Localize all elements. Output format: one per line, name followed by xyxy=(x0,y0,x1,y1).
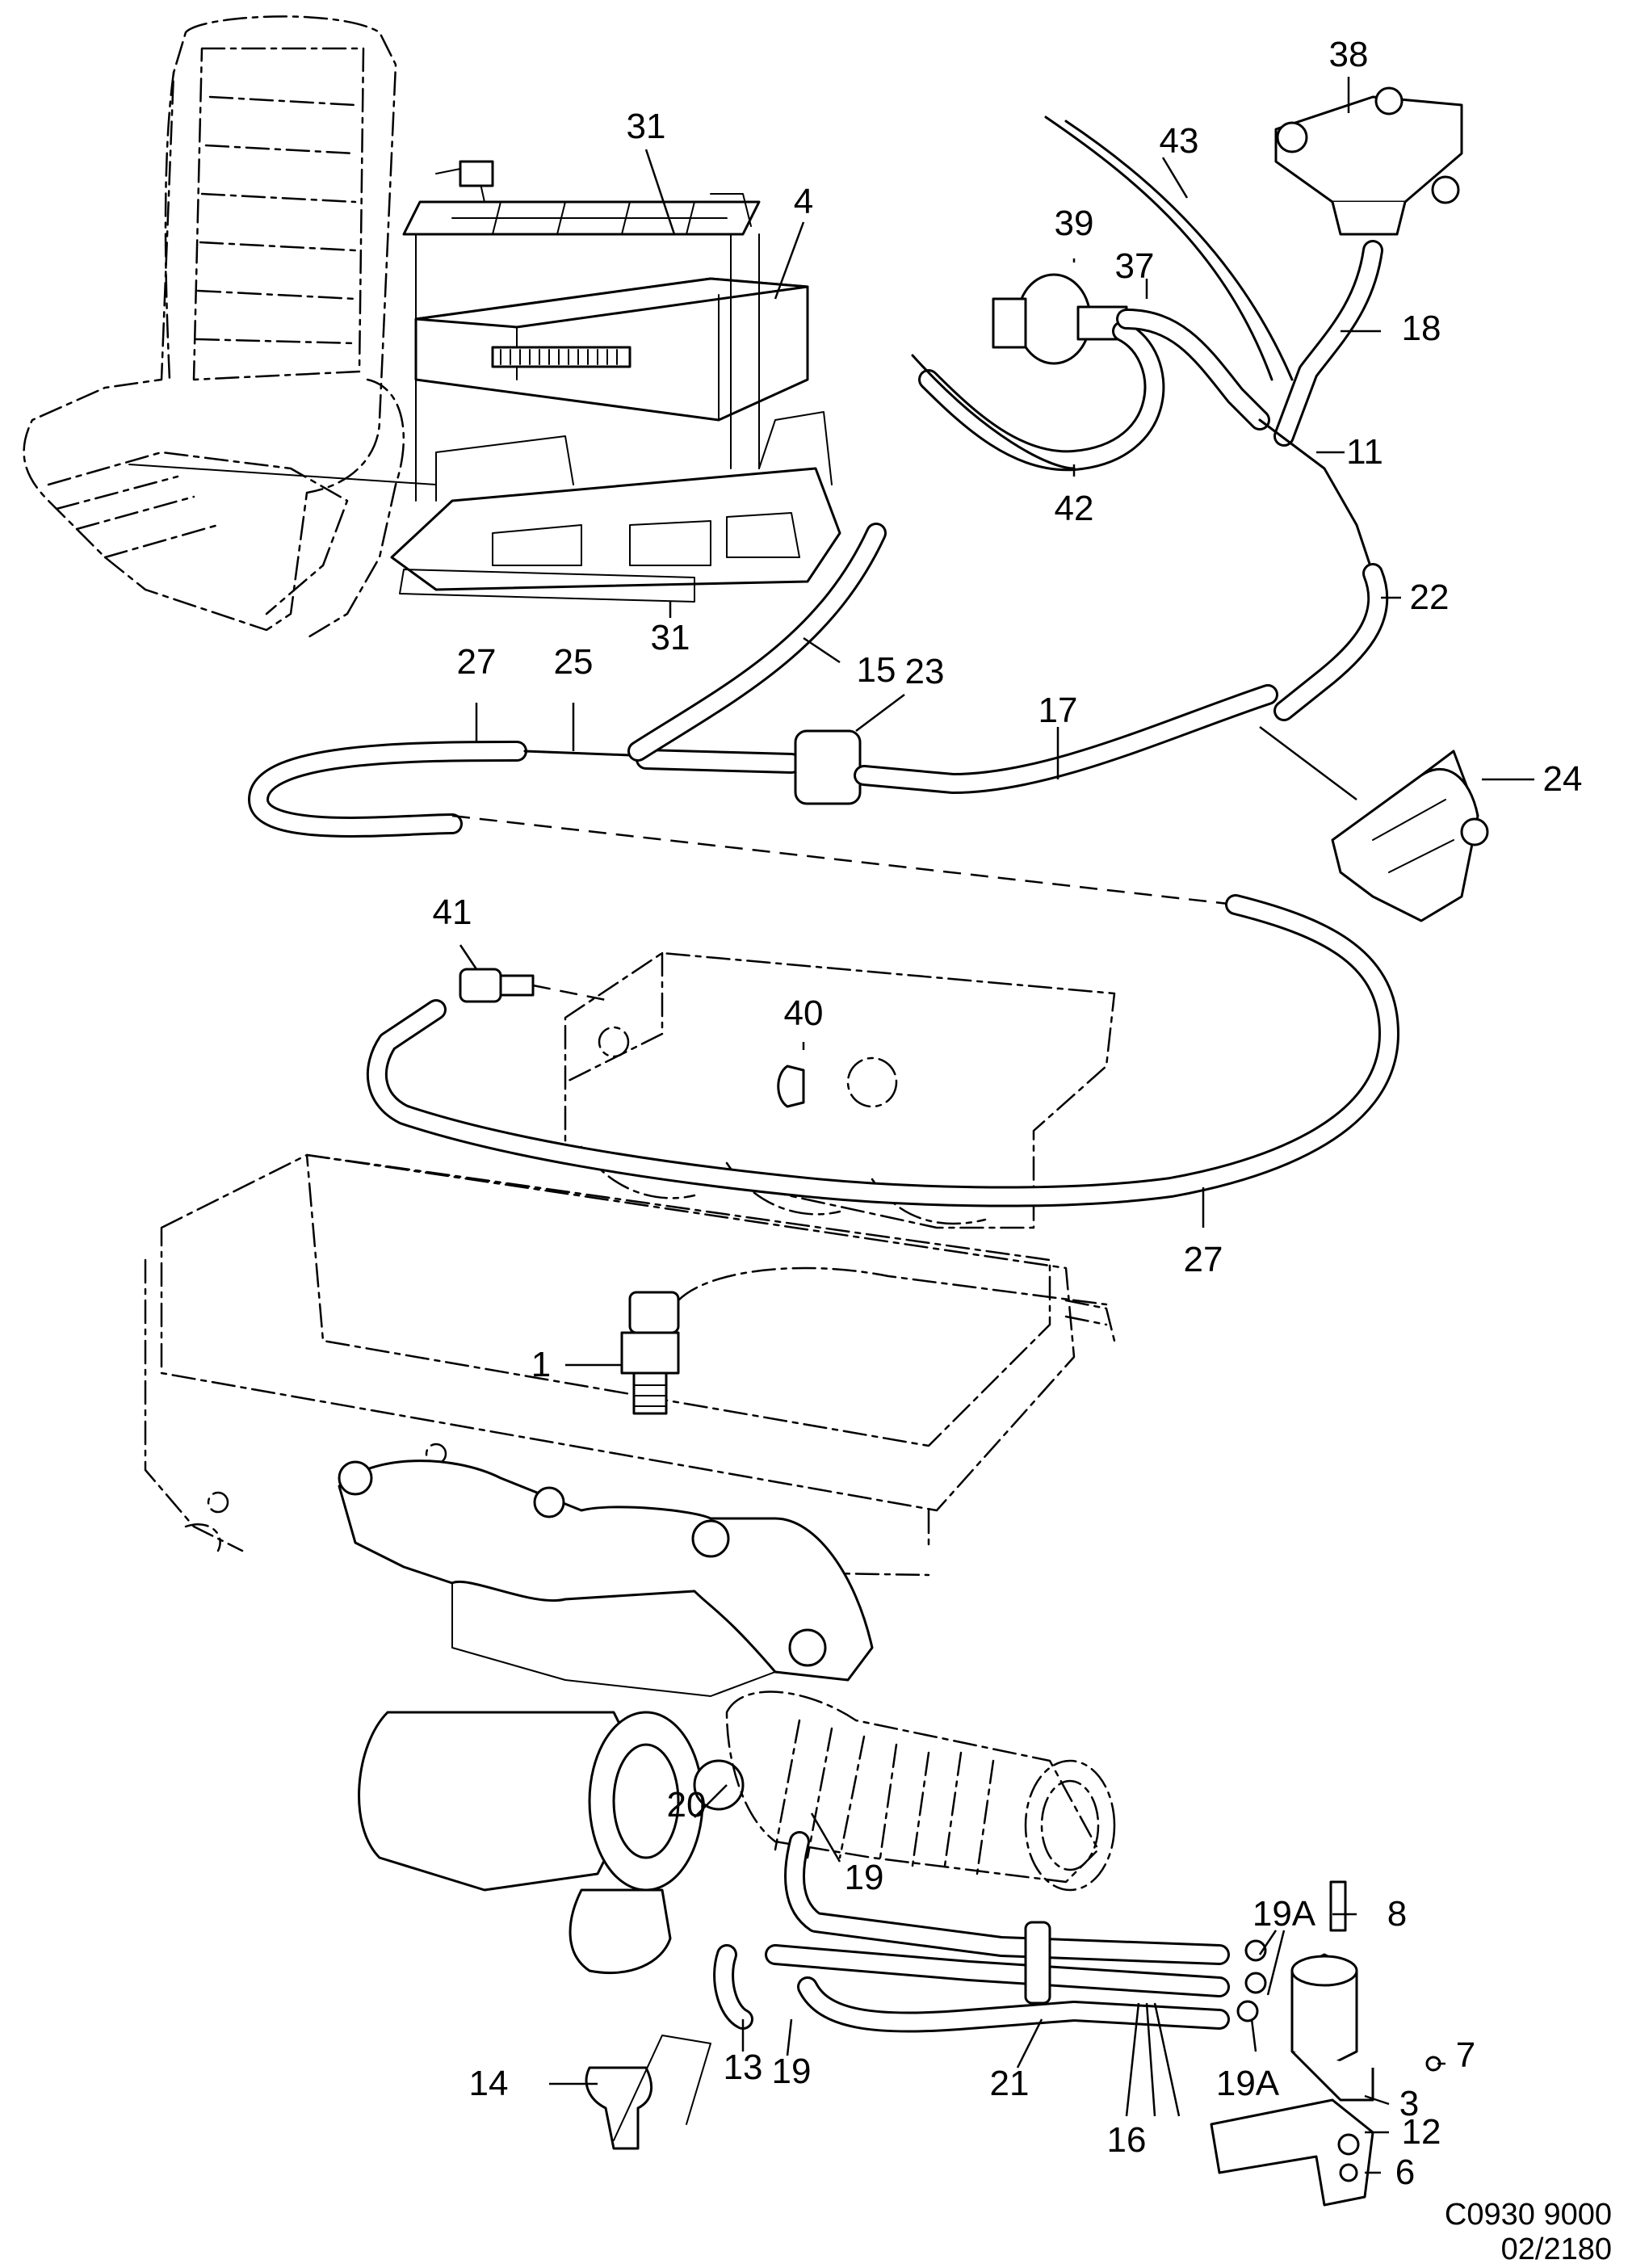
callout-18: 18 xyxy=(1401,309,1441,348)
callout-19A-upper: 19A xyxy=(1252,1894,1316,1934)
callout-19A-lower: 19A xyxy=(1215,2064,1280,2103)
turbocharger xyxy=(358,1711,745,1975)
reference-date-code: 02/2180 xyxy=(1500,2232,1612,2266)
callout-19-lower: 19 xyxy=(771,2052,812,2091)
callout-22: 22 xyxy=(1409,578,1450,617)
exhaust-manifold xyxy=(338,1460,874,1697)
callout-39: 39 xyxy=(1054,204,1094,243)
hose-43 xyxy=(1044,116,1294,381)
callout-31-upper: 31 xyxy=(626,107,666,146)
callout-42: 42 xyxy=(1054,489,1094,528)
callout-23: 23 xyxy=(904,652,945,691)
seat-outline xyxy=(23,15,437,640)
callout-16: 16 xyxy=(1106,2120,1147,2160)
callout-14: 14 xyxy=(468,2064,509,2103)
hose-chain xyxy=(1116,279,1401,721)
callout-11: 11 xyxy=(1346,432,1383,472)
callout-38: 38 xyxy=(1328,35,1369,74)
hose-line-upper xyxy=(248,523,1278,906)
control-unit-assembly xyxy=(390,149,841,618)
callout-24: 24 xyxy=(1542,759,1583,799)
callout-8: 8 xyxy=(1387,1894,1408,1934)
callout-20: 20 xyxy=(666,1785,707,1825)
sensor-1 xyxy=(565,1266,1108,1415)
callout-19-upper: 19 xyxy=(844,1858,884,1897)
callout-6: 6 xyxy=(1395,2152,1416,2192)
callout-25: 25 xyxy=(553,642,594,682)
callout-37: 37 xyxy=(1114,246,1155,286)
fitting-41 xyxy=(459,944,615,1003)
callout-27-lower: 27 xyxy=(1183,1240,1223,1279)
valve-39 xyxy=(911,258,1165,477)
callout-21: 21 xyxy=(989,2064,1030,2103)
callout-1: 1 xyxy=(531,1345,552,1384)
callout-3: 3 xyxy=(1399,2084,1420,2123)
hose-27-lower xyxy=(367,894,1399,1228)
callout-43: 43 xyxy=(1159,121,1199,161)
bracket-24 xyxy=(1259,726,1534,922)
clip-40 xyxy=(777,1042,805,1108)
engine-block xyxy=(144,1153,1116,1577)
callout-13: 13 xyxy=(723,2048,763,2087)
callout-17: 17 xyxy=(1038,691,1078,730)
reference-code: C0930 9000 xyxy=(1444,2198,1612,2232)
callout-7: 7 xyxy=(1455,2035,1476,2075)
callout-40: 40 xyxy=(783,993,824,1033)
sensor-38 xyxy=(1273,77,1463,447)
callout-41: 41 xyxy=(432,892,472,932)
callout-27-upper: 27 xyxy=(456,642,497,682)
callout-15: 15 xyxy=(856,650,896,690)
callout-12: 12 xyxy=(1401,2112,1441,2152)
intake-bellows xyxy=(725,1690,1116,1892)
lower-hose-set xyxy=(549,1784,1445,2207)
callout-4: 4 xyxy=(793,182,814,221)
callout-31-lower: 31 xyxy=(650,618,690,657)
